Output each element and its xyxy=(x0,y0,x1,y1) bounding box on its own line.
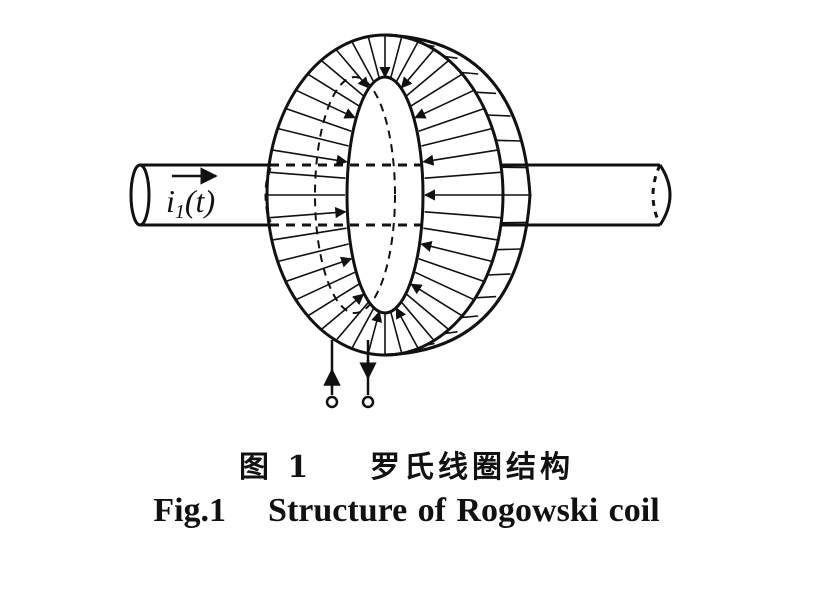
conductor-left-body xyxy=(140,163,270,227)
winding-turn xyxy=(389,36,403,79)
conductor xyxy=(129,163,672,227)
winding-turn xyxy=(424,171,502,179)
conductor-right-end-hidden xyxy=(651,164,662,226)
winding-turn xyxy=(422,149,499,166)
winding-depth-line xyxy=(425,342,435,347)
winding-turn xyxy=(277,243,349,263)
winding-turn xyxy=(410,73,463,107)
winding-depth-line xyxy=(405,349,411,354)
winding-turn xyxy=(285,256,353,283)
winding-turn xyxy=(395,307,419,349)
winding-turn xyxy=(421,127,493,147)
terminal-right xyxy=(361,395,375,409)
winding-turn xyxy=(367,36,381,79)
winding-turn xyxy=(414,89,475,119)
winding-turn xyxy=(395,41,419,83)
coil-leads xyxy=(323,340,377,409)
winding-turn xyxy=(420,240,493,263)
winding-turn xyxy=(418,258,485,283)
winding-turn xyxy=(320,293,365,331)
winding-depth-line xyxy=(475,295,497,299)
winding-turn xyxy=(271,227,347,241)
winding-turn xyxy=(268,206,347,219)
winding-turn xyxy=(400,48,435,89)
winding-depth-line xyxy=(460,71,479,75)
winding-turn xyxy=(400,301,435,342)
winding-depth-line xyxy=(405,36,411,41)
winding-turn xyxy=(351,307,375,349)
winding-depth-line xyxy=(460,315,479,319)
winding-turn xyxy=(307,73,360,107)
winding-turn xyxy=(295,271,356,301)
current-argument: (t) xyxy=(185,183,215,219)
winding-turn xyxy=(418,107,485,132)
winding-turn xyxy=(268,171,346,179)
winding-turn xyxy=(271,149,348,166)
winding-turn xyxy=(406,293,450,331)
conductor-left-end xyxy=(129,163,151,227)
winding-turn xyxy=(295,89,356,119)
winding-depth-line xyxy=(495,248,522,251)
winding-turn xyxy=(410,283,463,317)
winding-depth-line xyxy=(495,139,522,142)
winding-turn xyxy=(389,311,403,354)
current-variable: i xyxy=(166,183,175,219)
winding-turn xyxy=(335,48,370,89)
winding-turn xyxy=(424,211,502,219)
winding-turn xyxy=(351,41,375,83)
winding-depth-line xyxy=(443,331,458,335)
current-label: i1(t) xyxy=(166,167,218,223)
winding-turn xyxy=(307,283,360,317)
caption-chinese: 图 1 罗氏线圈结构 xyxy=(238,450,575,485)
caption-english: Fig.1 Structure of Rogowski coil xyxy=(153,492,660,529)
winding-depth-line xyxy=(487,273,511,276)
winding-turn xyxy=(423,227,499,241)
svg-text:i1(t): i1(t) xyxy=(166,183,215,223)
conductor-right-end xyxy=(658,164,672,226)
winding-depth-line xyxy=(475,91,497,95)
terminal-left xyxy=(325,395,339,409)
winding-turn xyxy=(335,301,370,342)
winding-turn xyxy=(285,107,352,132)
conductor-hidden-section xyxy=(270,163,430,227)
coil-inner-hole xyxy=(345,75,425,315)
winding-turn xyxy=(414,271,475,301)
winding-depth-line xyxy=(443,55,458,59)
winding-turn xyxy=(367,310,383,354)
current-subscript: 1 xyxy=(175,201,185,223)
rogowski-coil-diagram: i1(t) xyxy=(129,33,672,409)
winding-turn xyxy=(406,59,450,97)
winding-depth-line xyxy=(487,114,511,117)
toroidal-coil xyxy=(265,33,532,357)
winding-turn xyxy=(320,59,364,97)
winding-turns xyxy=(267,35,530,355)
winding-depth-line xyxy=(425,43,435,48)
coil-inner-depth xyxy=(314,76,396,314)
winding-turn xyxy=(277,127,349,147)
